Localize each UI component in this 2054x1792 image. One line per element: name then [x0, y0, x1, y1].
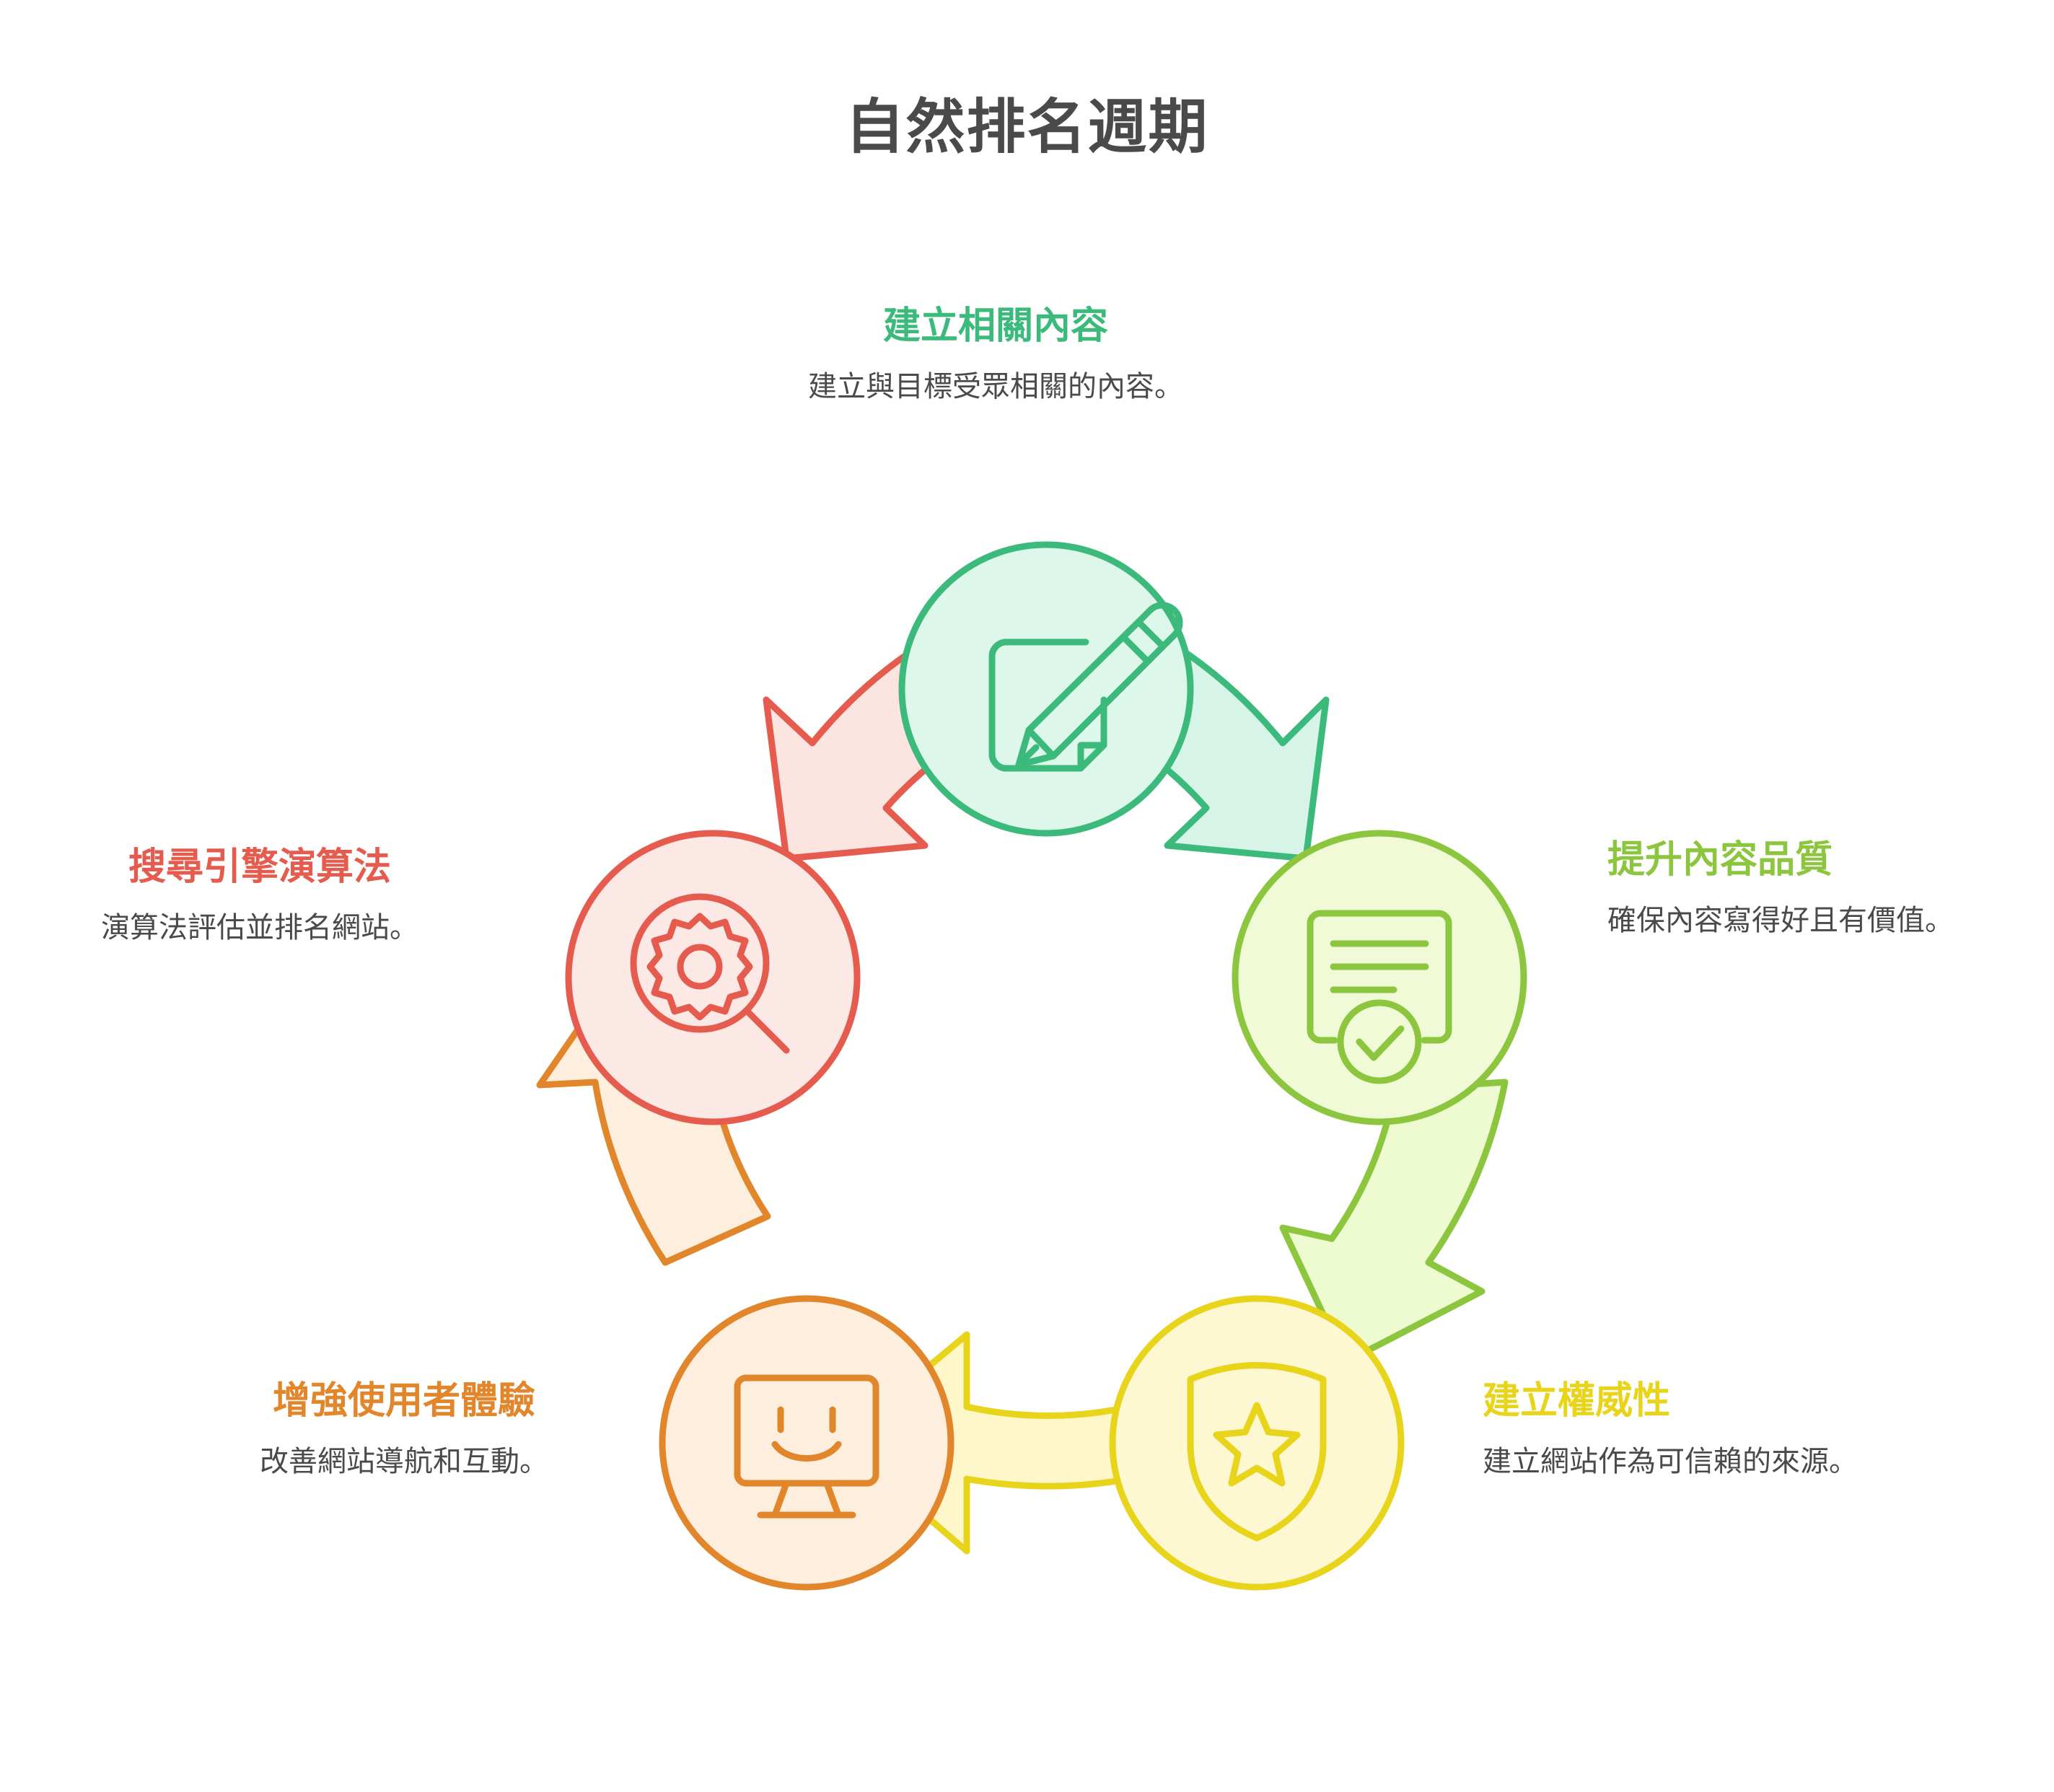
step-title-improve-quality: 提升內容品質 [1607, 839, 1833, 881]
cycle-node-enhance-ux[interactable] [659, 1295, 954, 1591]
step-description-create-content: 建立與目標受眾相關的內容。 [808, 371, 1183, 403]
step-label-create-content: 建立相關內容 建立與目標受眾相關的內容。 [750, 303, 1241, 408]
cycle-node-create-content[interactable] [898, 541, 1194, 837]
step-label-build-authority: 建立權威性 建立網站作為可信賴的來源。 [1483, 1378, 1872, 1483]
document-pencil-icon [988, 602, 1183, 772]
page-title: 自然排名週期 [845, 95, 1209, 160]
shield-star-icon [1187, 1362, 1327, 1542]
step-title-search-algorithm: 搜尋引擎演算法 [128, 846, 391, 888]
certificate-check-icon [1307, 910, 1452, 1084]
step-description-search-algorithm: 演算法評估並排名網站。 [101, 912, 418, 944]
step-title-create-content: 建立相關內容 [882, 305, 1108, 347]
monitor-smile-icon [734, 1374, 879, 1519]
step-label-search-algorithm: 搜尋引擎演算法 演算法評估並排名網站。 [36, 844, 483, 949]
step-title-enhance-ux: 增強使用者體驗 [272, 1380, 535, 1422]
step-title-build-authority: 建立權威性 [1483, 1380, 1671, 1422]
cycle-node-search-algorithm[interactable] [565, 830, 861, 1125]
magnifier-gear-icon [630, 893, 790, 1054]
cycle-diagram [469, 505, 1623, 1630]
step-label-enhance-ux: 增強使用者體驗 改善網站導航和互動。 [180, 1378, 628, 1483]
cycle-node-improve-quality[interactable] [1232, 830, 1527, 1125]
step-description-enhance-ux: 改善網站導航和互動。 [260, 1446, 548, 1477]
step-description-build-authority: 建立網站作為可信賴的來源。 [1483, 1446, 1858, 1477]
step-label-improve-quality: 提升內容品質 確保內容寫得好且有價值。 [1607, 837, 1983, 941]
cycle-node-build-authority[interactable] [1109, 1295, 1405, 1591]
step-description-improve-quality: 確保內容寫得好且有價值。 [1607, 905, 1954, 936]
